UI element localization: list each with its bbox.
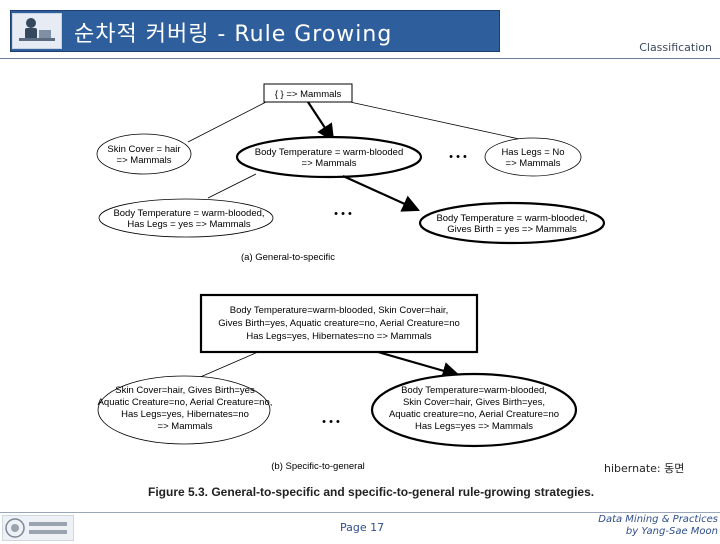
bottom-left-text-1: Skin Cover=hair, Gives Birth=yes xyxy=(115,385,255,396)
bottom-right-text-1: Body Temperature=warm-blooded, xyxy=(401,385,547,396)
bottom-right-text-4: Has Legs=yes => Mammals xyxy=(415,421,533,432)
person-at-desk-icon xyxy=(12,13,62,49)
edge-broot-left xyxy=(197,351,259,379)
edge-root-center xyxy=(307,101,335,142)
top-ellipsis-2: • • • xyxy=(334,208,352,220)
bottom-left-text-3: Has Legs=yes, Hibernates=no xyxy=(121,409,249,420)
bottom-left-text-4: => Mammals xyxy=(158,421,213,432)
hibernate-note: hibernate: 동면 xyxy=(604,462,685,475)
bottom-root-text-3: Has Legs=yes, Hibernates=no => Mammals xyxy=(246,331,432,342)
edge-center-br xyxy=(342,174,421,212)
bottom-left-text-2: Aquatic Creature=no, Aerial Creature=no, xyxy=(98,397,273,408)
top-center-node xyxy=(235,135,423,179)
top-right-text-1: Has Legs = No xyxy=(501,147,564,158)
top-bottom-right-text-2: Gives Birth = yes => Mammals xyxy=(447,224,577,235)
bottom-root-node xyxy=(199,293,479,354)
top-right-node xyxy=(484,137,582,177)
top-root-text: { } => Mammals xyxy=(275,89,342,100)
bottom-caption: (b) Specific-to-general xyxy=(271,461,364,472)
top-left-text-1: Skin Cover = hair xyxy=(107,144,180,155)
bottom-root-text-2: Gives Birth=yes, Aquatic creature=no, Ae… xyxy=(218,318,460,329)
edge-root-right xyxy=(349,101,534,143)
credit: Data Mining & Practices by Yang-Sae Moon xyxy=(598,514,718,538)
section-label: Classification xyxy=(639,41,712,54)
bottom-right-text-3: Aquatic creature=no, Aerial Creature=no xyxy=(389,409,559,420)
top-bottom-left-node xyxy=(98,198,274,238)
top-left-text-2: => Mammals xyxy=(117,155,172,166)
top-left-node xyxy=(96,133,192,175)
credit-line-1: Data Mining & Practices xyxy=(598,514,718,525)
bottom-left-node xyxy=(97,375,271,445)
edge-root-left xyxy=(187,101,267,143)
top-caption: (a) General-to-specific xyxy=(241,252,335,263)
title-bar xyxy=(10,10,500,52)
bottom-right-text-2: Skin Cover=hair, Gives Birth=yes, xyxy=(403,397,545,408)
top-bottom-left-text-2: Has Legs = yes => Mammals xyxy=(127,219,251,230)
page-number: Page 17 xyxy=(340,521,385,534)
footer-divider xyxy=(0,512,720,513)
top-center-text-2: => Mammals xyxy=(302,158,357,169)
rule-growing-diagram: { } => Mammals Skin Cover = hair => Mamm… xyxy=(96,83,606,472)
edge-broot-right xyxy=(377,350,461,380)
credit-line-2: by Yang-Sae Moon xyxy=(625,526,718,537)
top-right-text-2: => Mammals xyxy=(506,158,561,169)
bottom-right-node xyxy=(370,372,578,448)
bottom-ellipsis: • • • xyxy=(322,416,340,428)
header-divider xyxy=(0,58,720,59)
bottom-root-text-1: Body Temperature=warm-blooded, Skin Cove… xyxy=(230,305,448,316)
top-bottom-right-node xyxy=(418,201,606,245)
edge-center-bl xyxy=(207,173,257,199)
top-bottom-right-text-1: Body Temperature = warm-blooded, xyxy=(436,213,587,224)
figure-caption: Figure 5.3. General-to-specific and spec… xyxy=(148,485,595,499)
header-tab xyxy=(512,36,720,60)
top-ellipsis-1: • • • xyxy=(449,151,467,163)
top-bottom-left-text-1: Body Temperature = warm-blooded, xyxy=(113,208,264,219)
top-root-node xyxy=(263,83,353,103)
top-center-text-1: Body Temperature = warm-blooded xyxy=(255,147,403,158)
university-seal-icon xyxy=(2,515,74,541)
slide-title: 순차적 커버링 - Rule Growing xyxy=(74,22,393,47)
